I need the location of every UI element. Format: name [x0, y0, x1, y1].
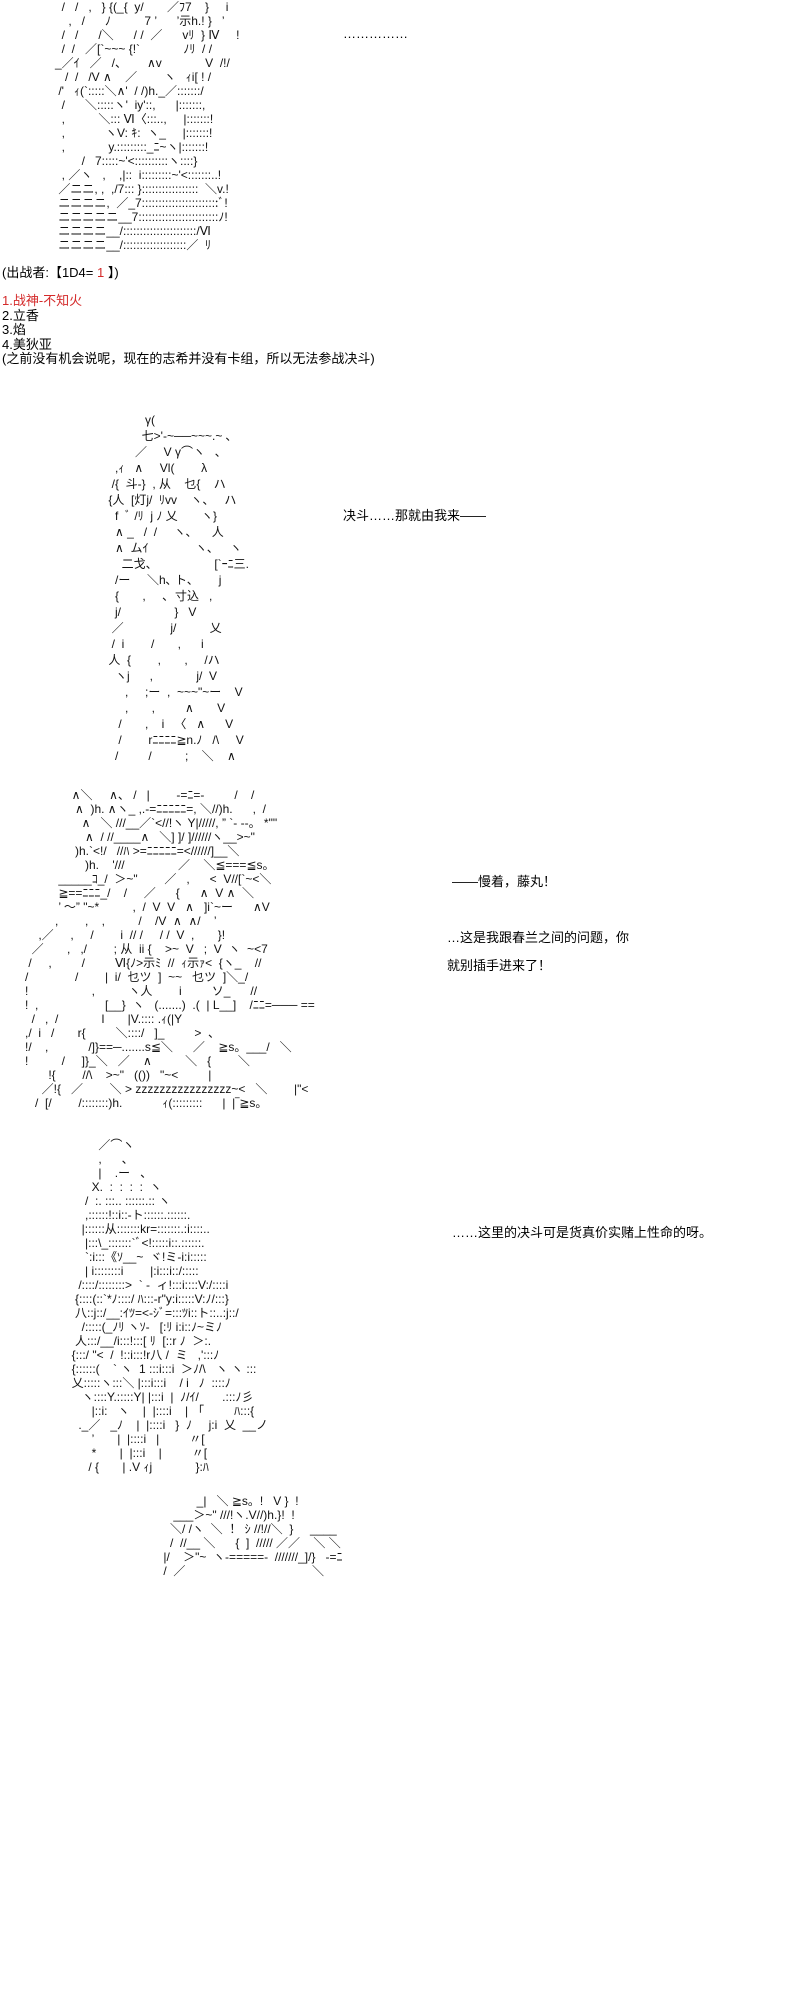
caption-prefix: (出战者:【1D4=: [2, 265, 97, 280]
option-4: 4.美狄亚: [2, 336, 52, 352]
dice-roll: 1: [97, 265, 105, 280]
option-3: 3.焰: [2, 322, 26, 337]
ascii-art-2: γ( 七>'-~──~~~.~ ､ ／ V γ⌒ヽ ､ ,ｨ ∧ Vl( λ /…: [108, 413, 250, 763]
dialogue-1: 决斗……那就由我来——: [343, 508, 487, 523]
ascii-art-5: _| ＼ ≧s。! V } ! ___＞~" ///!ヽ.V//)h.}! ! …: [163, 1494, 343, 1578]
option-list: 1.战神-不知火 2.立香 3.焰 4.美狄亚 (之前没有机会说呢，现在的志希并…: [2, 293, 375, 367]
ascii-art-3: ∧＼ ∧、 / | -=ﾆ=- / / ∧ )h. ∧ヽ_ ,.-=ﾆﾆﾆﾆﾆ=…: [25, 788, 315, 1110]
caption-suffix: 】): [104, 265, 119, 280]
ascii-art-4: ／⌒ヽ , 、 | .ー 、 X. : : : : ヽ / :. :::.. :…: [71, 1138, 268, 1474]
option-1: 1.战神-不知火: [2, 293, 83, 308]
ellipsis-text: ……………: [343, 26, 408, 41]
dialogue-4: 就别插手进来了！: [447, 958, 552, 973]
dialogue-5: ……这里的决斗可是货真价实赌上性命的呀。: [452, 1225, 713, 1240]
option-2: 2.立香: [2, 307, 39, 323]
dialogue-2: ——慢着，藤丸！: [452, 874, 557, 889]
dialogue-3: …这是我跟春兰之间的问题，你: [447, 930, 630, 945]
ascii-art-1: / / , } {(_{ y/ ／ﾌ7 } i , / ﾉ 7 ’ ’示h.! …: [55, 0, 240, 252]
battle-caption: (出战者:【1D4= 1 】): [2, 265, 119, 280]
note-text: (之前没有机会说呢，现在的志希并没有卡组，所以无法参战决斗): [2, 351, 375, 366]
